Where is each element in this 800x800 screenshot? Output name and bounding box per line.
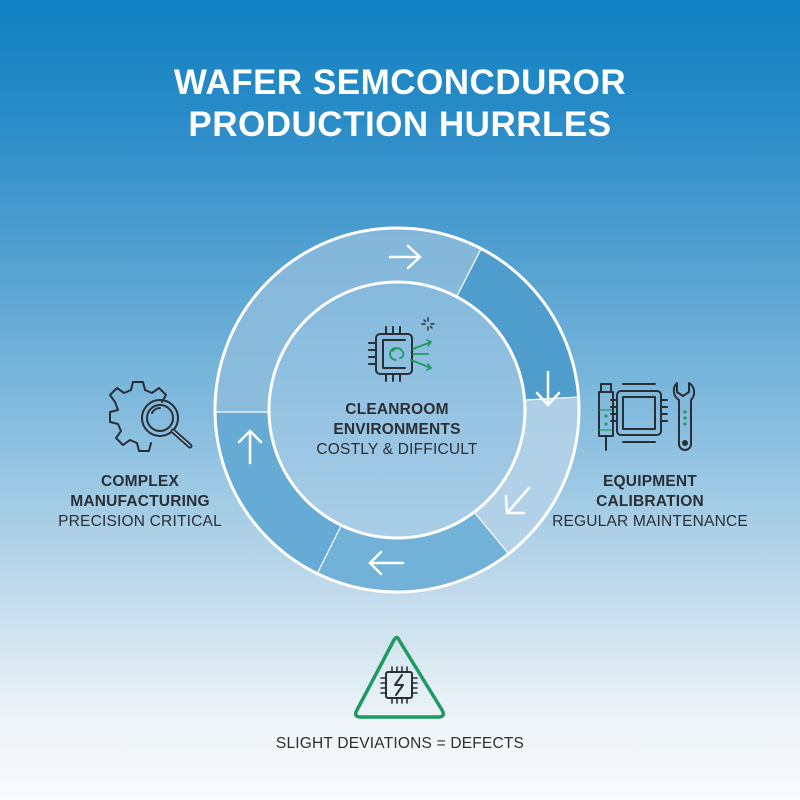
title-line-1: WAFER SEMCONCDUROR (173, 63, 627, 102)
page-title: WAFER SEMCONCDUROR PRODUCTION HURRLES (0, 62, 800, 146)
right-heading-1: EQUIPMENT (603, 473, 697, 490)
right-heading-2: CALIBRATION (596, 493, 704, 510)
bottom-caption: SLIGHT DEVIATIONS = DEFECTS (275, 735, 525, 752)
arrow-left-icon (368, 550, 405, 576)
segment-left (215, 412, 341, 574)
cycle-ring (213, 226, 581, 594)
chip-probe-wrench-icon (598, 382, 696, 451)
arrow-right-icon (388, 244, 422, 270)
left-heading-1: COMPLEX (100, 473, 180, 490)
segment-bottom (317, 512, 508, 592)
arrow-down-icon (535, 370, 561, 407)
center-subtitle: COSTLY & DIFFICULT (316, 441, 478, 458)
left-label: COMPLEX MANUFACTURING PRECISION CRITICAL (50, 472, 230, 532)
segment-top (215, 228, 481, 410)
title-line-2: PRODUCTION HURRLES (188, 105, 612, 144)
chip-airflow-icon (368, 317, 435, 382)
arrow-up-icon (237, 429, 263, 465)
warning-chip-icon (353, 635, 446, 719)
left-heading-2: MANUFACTURING (70, 493, 210, 510)
center-heading-2: ENVIRONMENTS (333, 421, 461, 438)
segment-upper-right (457, 249, 579, 400)
left-subtitle: PRECISION CRITICAL (58, 513, 222, 530)
arrow-down-left-icon (504, 486, 531, 515)
center-label: CLEANROOM ENVIRONMENTS COSTLY & DIFFICUL… (297, 400, 497, 460)
segment-lower-right (474, 397, 580, 553)
center-heading-1: CLEANROOM (345, 401, 449, 418)
gear-magnifier-icon (109, 381, 193, 452)
right-label: EQUIPMENT CALIBRATION REGULAR MAINTENANC… (540, 472, 760, 532)
right-subtitle: REGULAR MAINTENANCE (552, 513, 748, 530)
